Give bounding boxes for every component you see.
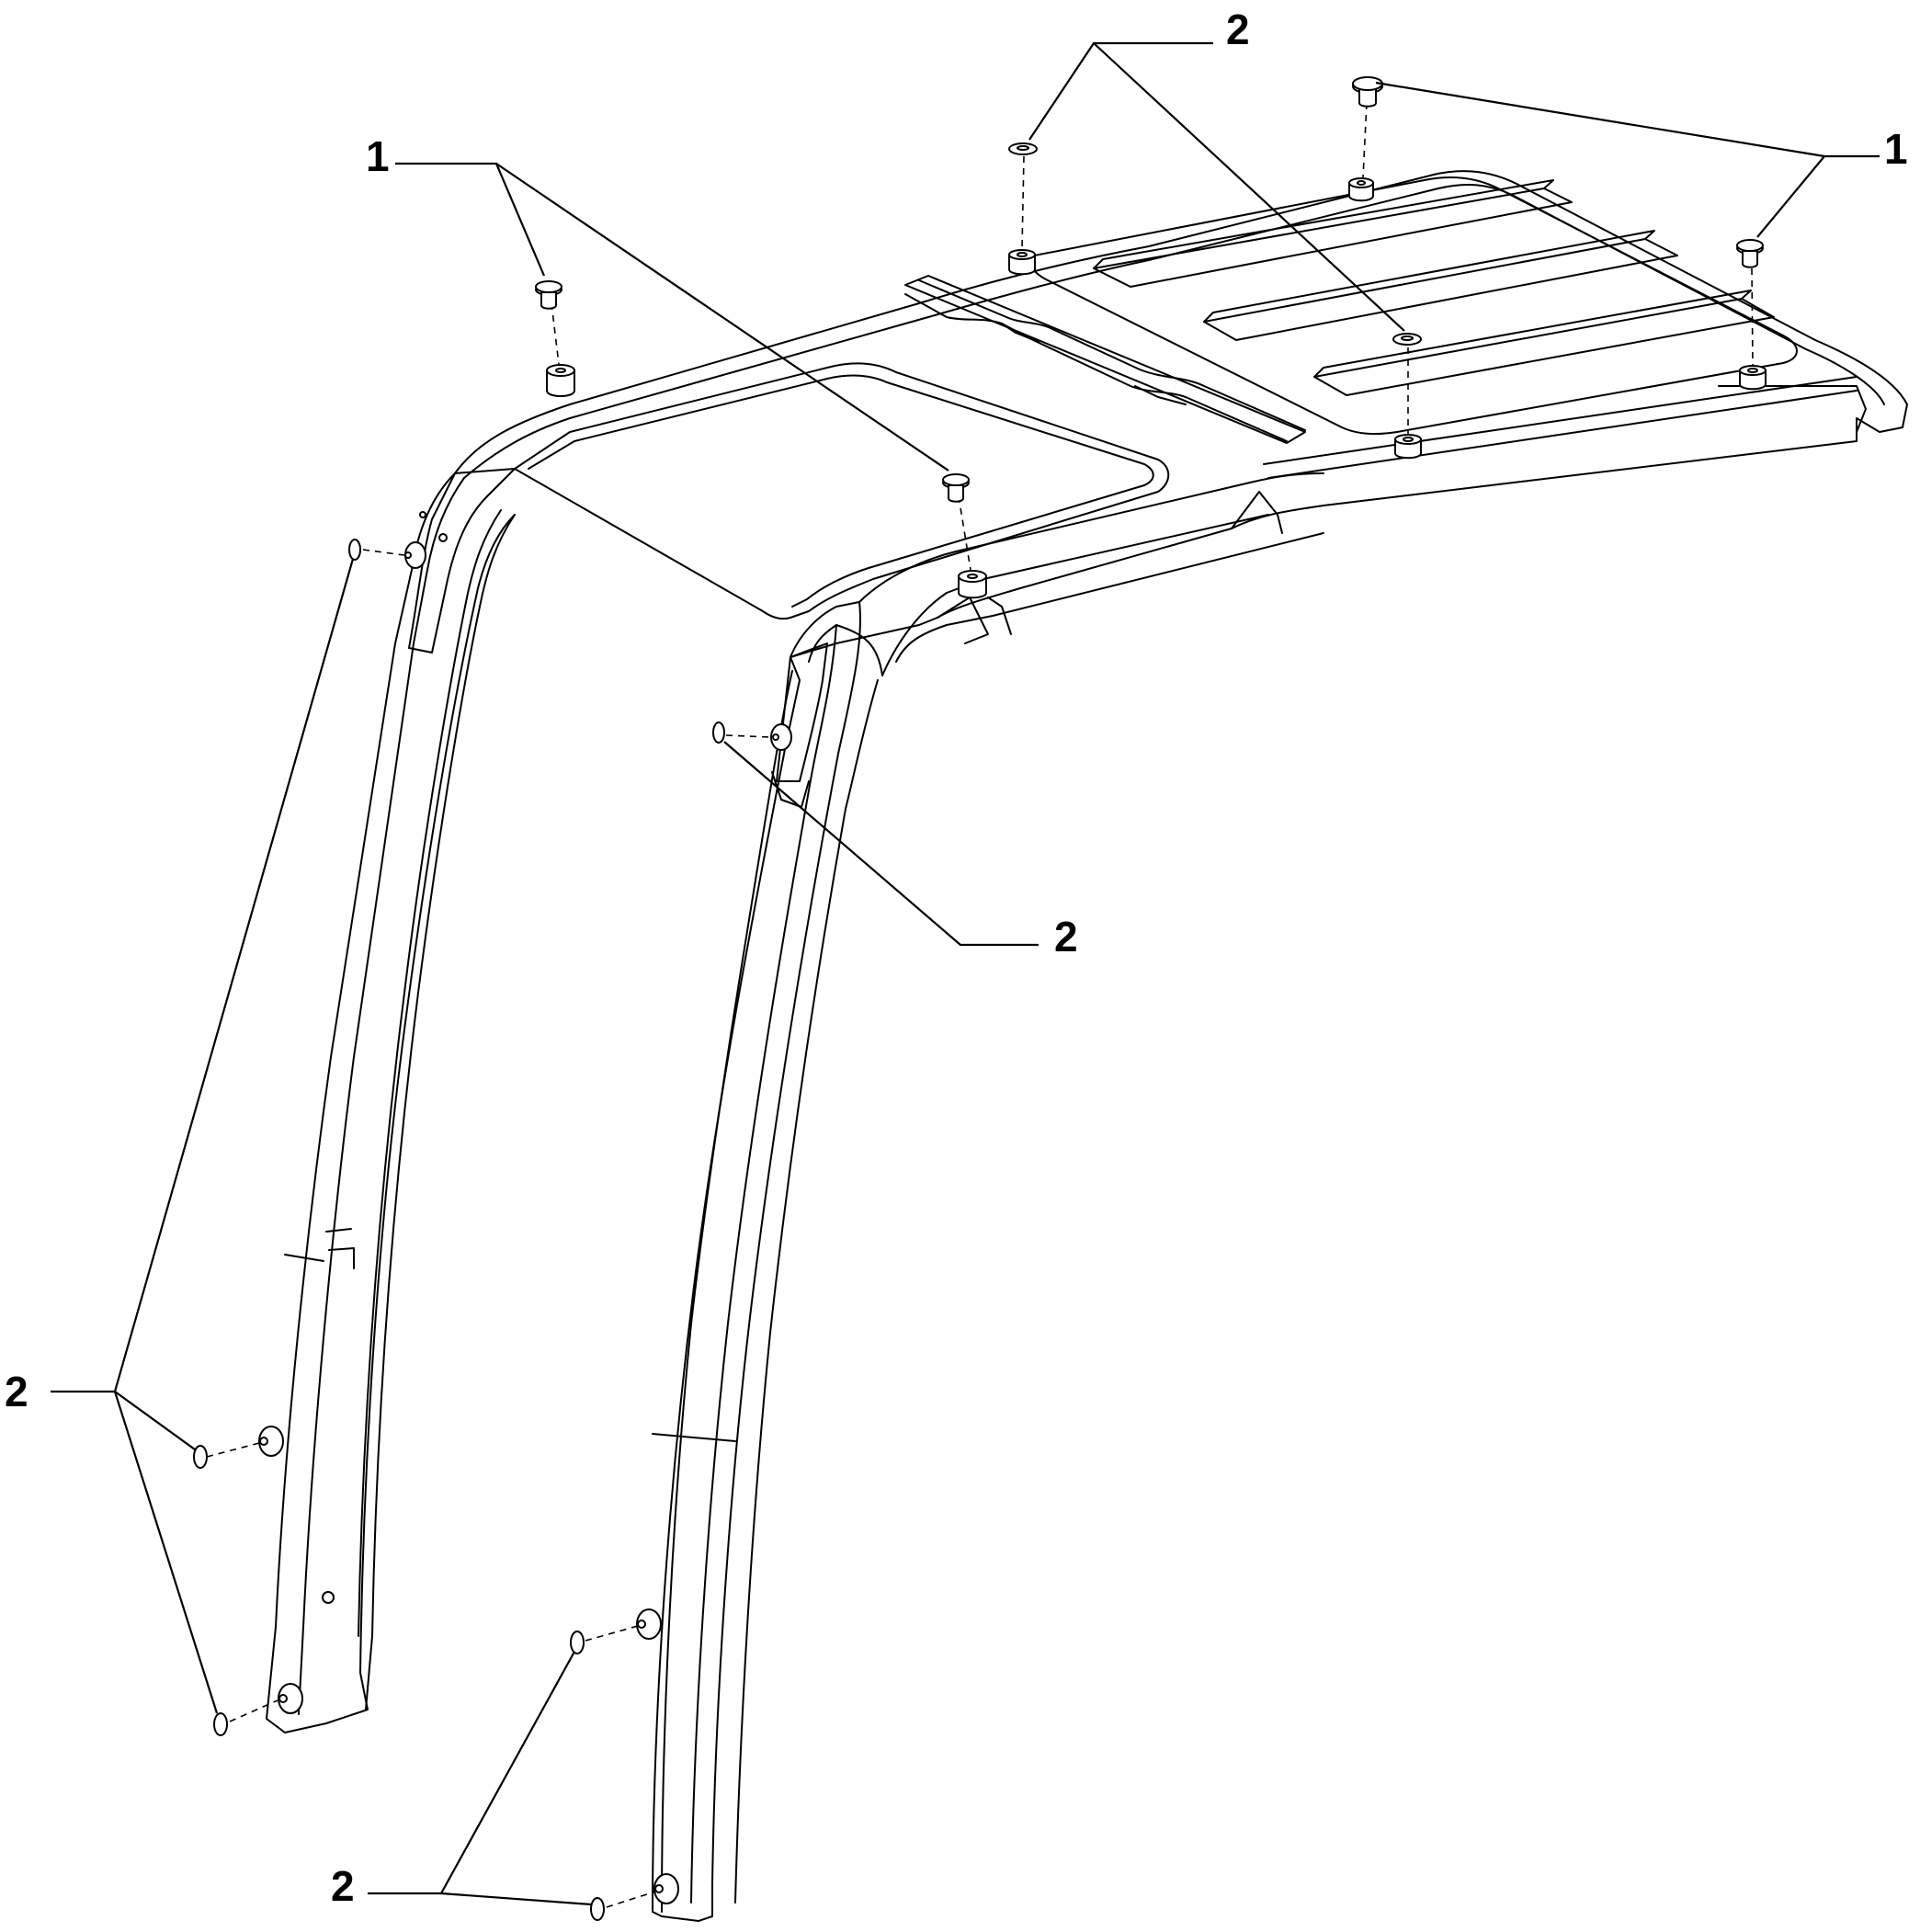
callout-label: 1	[366, 132, 390, 180]
callout-label: 2	[1226, 6, 1250, 53]
boss-left-pillar-mid	[258, 1426, 284, 1457]
right-side-frame	[734, 472, 1324, 1904]
callout-label: 1	[1884, 125, 1908, 173]
callout-labels: 2 1 1 2 2 2	[5, 6, 1908, 1910]
boss-left-pillar-top	[404, 541, 426, 569]
callout-label: 2	[331, 1862, 355, 1910]
washer	[1392, 333, 1422, 346]
assembly-dashed-lines	[206, 102, 1754, 1908]
washer	[213, 1712, 228, 1736]
callout-label: 2	[1054, 913, 1078, 960]
mounting-bosses	[258, 177, 1767, 1904]
washer	[348, 539, 361, 561]
boss-roof-right-rear	[1739, 365, 1767, 391]
boss-right-pillar-top	[770, 723, 792, 751]
boss-right-pillar-bottom	[653, 1873, 679, 1904]
washer	[590, 1897, 605, 1921]
boss-roof-center-rear	[1348, 177, 1374, 202]
left-front-pillar	[266, 468, 516, 1733]
callout-label: 2	[5, 1368, 28, 1415]
boss-roof-front-edge	[958, 570, 987, 599]
washer	[1008, 142, 1038, 155]
washers-item-2	[193, 142, 1422, 1921]
boss-left-pillar-bottom	[278, 1683, 303, 1714]
washer	[570, 1631, 585, 1654]
plug-fastener	[535, 280, 562, 310]
right-front-pillar	[652, 601, 861, 1922]
leader-lines	[51, 41, 1880, 1906]
boss-roof-center-front	[1008, 249, 1036, 276]
boss-roof-right-center	[1394, 434, 1422, 460]
fasteners-item-1	[535, 76, 1764, 503]
roof-panel	[454, 170, 1908, 658]
plug-fastener	[942, 473, 970, 503]
plug-fastener	[1352, 76, 1383, 108]
plug-fastener	[1736, 239, 1764, 268]
boss-roof-left	[546, 364, 575, 397]
washer	[193, 1445, 208, 1469]
boss-right-pillar-mid	[636, 1608, 662, 1640]
washer	[712, 722, 725, 744]
